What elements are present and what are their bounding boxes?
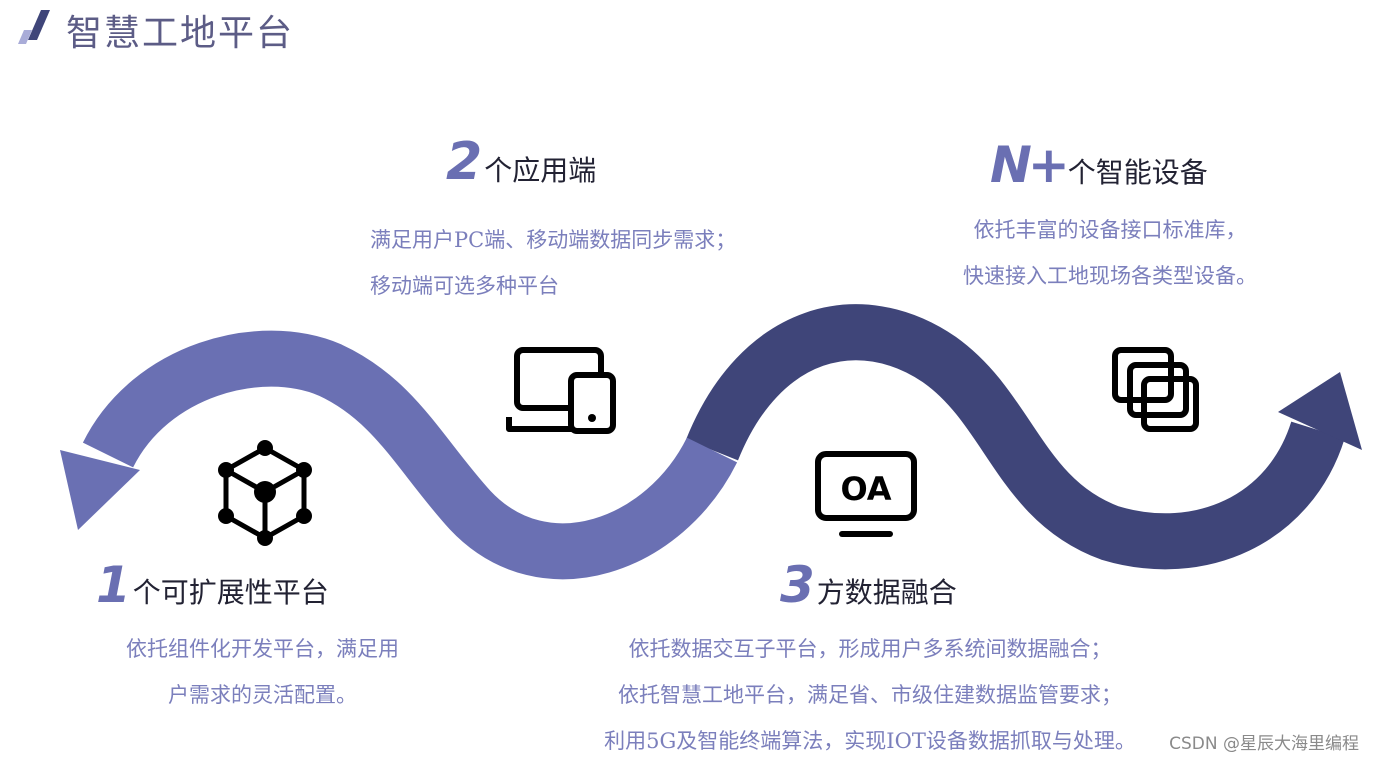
wave-arrow-dark-segment [686, 304, 1345, 570]
feature-1-description: 依托组件化开发平台，满足用 户需求的灵活配置。 [100, 626, 425, 718]
watermark: CSDN @星辰大海里编程 [1169, 734, 1359, 754]
page-title: 智慧工地平台 [66, 13, 295, 54]
feature-1-number: 1 [96, 556, 131, 614]
feature-1-line: 户需求的灵活配置。 [168, 683, 357, 707]
feature-3-line: 利用5G及智能终端算法，实现IOT设备数据抓取与处理。 [604, 729, 1136, 753]
feature-3-number: 3 [780, 556, 815, 614]
feature-2-line: 满足用户PC端、移动端数据同步需求； [370, 228, 737, 252]
feature-2-heading: 2 个应用端 [446, 136, 596, 188]
wave-arrow-light-segment [82, 330, 738, 580]
feature-4-description: 依托丰富的设备接口标准库， 快速接入工地现场各类型设备。 [930, 207, 1290, 299]
wave-arrow-left-head [60, 450, 140, 530]
oa-label: OA [840, 470, 891, 508]
feature-2-number: 2 [446, 132, 483, 192]
feature-4-heading: N+ 个智能设备 [990, 140, 1208, 190]
oa-screen-icon: OA [815, 451, 917, 537]
feature-4-title: 个智能设备 [1067, 156, 1208, 189]
layered-windows-icon [1112, 347, 1199, 432]
feature-3-heading: 3 方数据融合 [780, 560, 957, 610]
hub-network-icon [218, 440, 312, 546]
wave-arrow-right-head [1278, 372, 1362, 450]
feature-4-number: N+ [990, 136, 1070, 194]
feature-1-title: 个可扩展性平台 [132, 576, 329, 609]
feature-2-title: 个应用端 [484, 154, 597, 187]
feature-2-description: 满足用户PC端、移动端数据同步需求； 移动端可选多种平台 [370, 217, 736, 309]
feature-2-line: 移动端可选多种平台 [370, 274, 559, 298]
feature-1-heading: 1 个可扩展性平台 [96, 560, 329, 610]
feature-3-description: 依托数据交互子平台，形成用户多系统间数据融合； 依托智慧工地平台，满足省、市级住… [560, 626, 1180, 762]
feature-4-line: 依托丰富的设备接口标准库， [973, 218, 1247, 242]
feature-3-title: 方数据融合 [816, 576, 957, 609]
feature-1-line: 依托组件化开发平台，满足用 [126, 637, 399, 661]
laptop-tablet-icon [506, 347, 616, 434]
feature-3-line: 依托数据交互子平台，形成用户多系统间数据融合； [628, 637, 1112, 661]
feature-3-line: 依托智慧工地平台，满足省、市级住建数据监管要求； [618, 683, 1122, 707]
title-logo-mark [18, 10, 50, 44]
feature-4-line: 快速接入工地现场各类型设备。 [963, 264, 1257, 288]
